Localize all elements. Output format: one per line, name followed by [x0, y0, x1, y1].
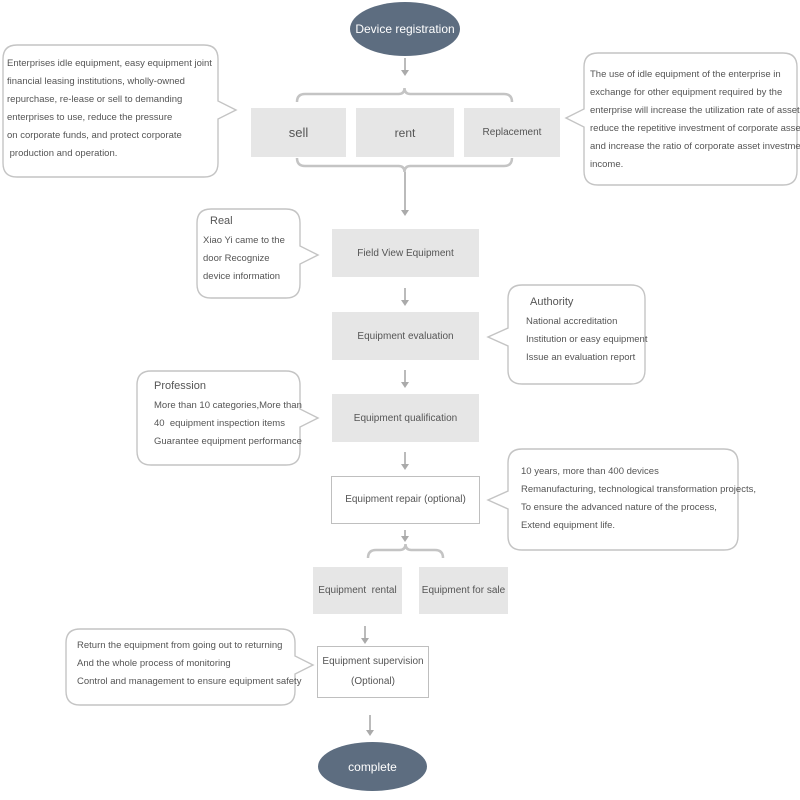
note-line: repurchase, re-lease or sell to demandin… [7, 94, 183, 105]
note-line: on corporate funds, and protect corporat… [7, 130, 182, 141]
note-line: production and operation. [7, 148, 118, 159]
speech-bubble [136, 370, 320, 466]
step-qualification: Equipment qualification [332, 394, 479, 442]
note-line: and increase the ratio of corporate asse… [590, 141, 800, 152]
end-node: complete [318, 742, 427, 791]
note-line: device information [203, 271, 281, 282]
note-line: Control and management to ensure equipme… [77, 676, 302, 687]
speech-bubble [196, 208, 320, 299]
arrow-head-icon [401, 536, 409, 542]
arrow-head-icon [401, 464, 409, 470]
right-note: The use of idle equipment of the enterpr… [590, 66, 800, 174]
arrow-head-icon [366, 730, 374, 736]
step-repair: Equipment repair (optional) [331, 476, 480, 524]
start-label: Device registration [355, 22, 455, 36]
option-replacement: Replacement [464, 108, 560, 157]
note-title: Profession [154, 380, 206, 392]
note-supervision: Return the equipment from going out to r… [77, 637, 301, 691]
step-supervision-label: Equipment supervision [322, 656, 424, 667]
bracket [366, 543, 445, 559]
speech-bubble [65, 628, 315, 706]
note-line: Guarantee equipment performance [154, 436, 302, 447]
note-line: enterprises to use, reduce the pressure [7, 112, 173, 123]
start-node: Device registration [350, 2, 460, 56]
step-supervision: Equipment supervision (Optional) [317, 646, 429, 698]
speech-bubble [486, 284, 646, 385]
speech-bubble [564, 52, 798, 186]
note-title: Real [210, 215, 233, 227]
option-sell: sell [251, 108, 346, 157]
note-line: Enterprises idle equipment, easy equipme… [7, 58, 212, 69]
note-profession: Profession More than 10 categories,More … [154, 377, 302, 451]
note-line: More than 10 categories,More than [154, 400, 302, 411]
note-title: Authority [530, 296, 574, 308]
note-authority: Authority National accreditation Institu… [526, 293, 647, 367]
speech-bubble [486, 448, 739, 551]
step-rental: Equipment rental [313, 567, 402, 614]
bracket [295, 87, 514, 103]
left-note: Enterprises idle equipment, easy equipme… [7, 55, 212, 163]
end-label: complete [348, 759, 397, 774]
arrow-head-icon [401, 70, 409, 76]
note-line: income. [590, 159, 624, 170]
note-line: Issue an evaluation report [526, 352, 636, 363]
note-line: The use of idle equipment of the enterpr… [590, 69, 781, 80]
note-real: Real Xiao Yi came to the door Recognize … [203, 212, 285, 286]
arrow-head-icon [401, 382, 409, 388]
note-repair: 10 years, more than 400 devices Remanufa… [521, 463, 756, 535]
note-line: And the whole process of monitoring [77, 658, 231, 669]
bracket [295, 157, 514, 173]
note-line: Remanufacturing, technological transform… [521, 484, 756, 495]
note-line: reduce the repetitive investment of corp… [590, 123, 800, 134]
note-line: To ensure the advanced nature of the pro… [521, 502, 717, 513]
step-for-sale: Equipment for sale [419, 567, 508, 614]
note-line: Institution or easy equipment [526, 334, 648, 345]
note-line: Extend equipment life. [521, 520, 616, 531]
note-line: 40 equipment inspection items [154, 418, 285, 429]
note-line: National accreditation [526, 316, 618, 327]
speech-bubble [2, 44, 238, 178]
note-line: Return the equipment from going out to r… [77, 640, 283, 651]
note-line: Xiao Yi came to the [203, 235, 285, 246]
arrow-head-icon [361, 638, 369, 644]
note-line: enterprise will increase the utilization… [590, 105, 800, 116]
step-field-view: Field View Equipment [332, 229, 479, 277]
note-line: exchange for other equipment required by… [590, 87, 783, 98]
option-rent: rent [356, 108, 454, 157]
step-evaluation: Equipment evaluation [332, 312, 479, 360]
note-line: financial leasing institutions, wholly-o… [7, 76, 185, 87]
note-line: 10 years, more than 400 devices [521, 466, 659, 477]
step-supervision-optional: (Optional) [351, 676, 395, 687]
note-line: door Recognize [203, 253, 270, 264]
arrow-head-icon [401, 210, 409, 216]
arrow-head-icon [401, 300, 409, 306]
